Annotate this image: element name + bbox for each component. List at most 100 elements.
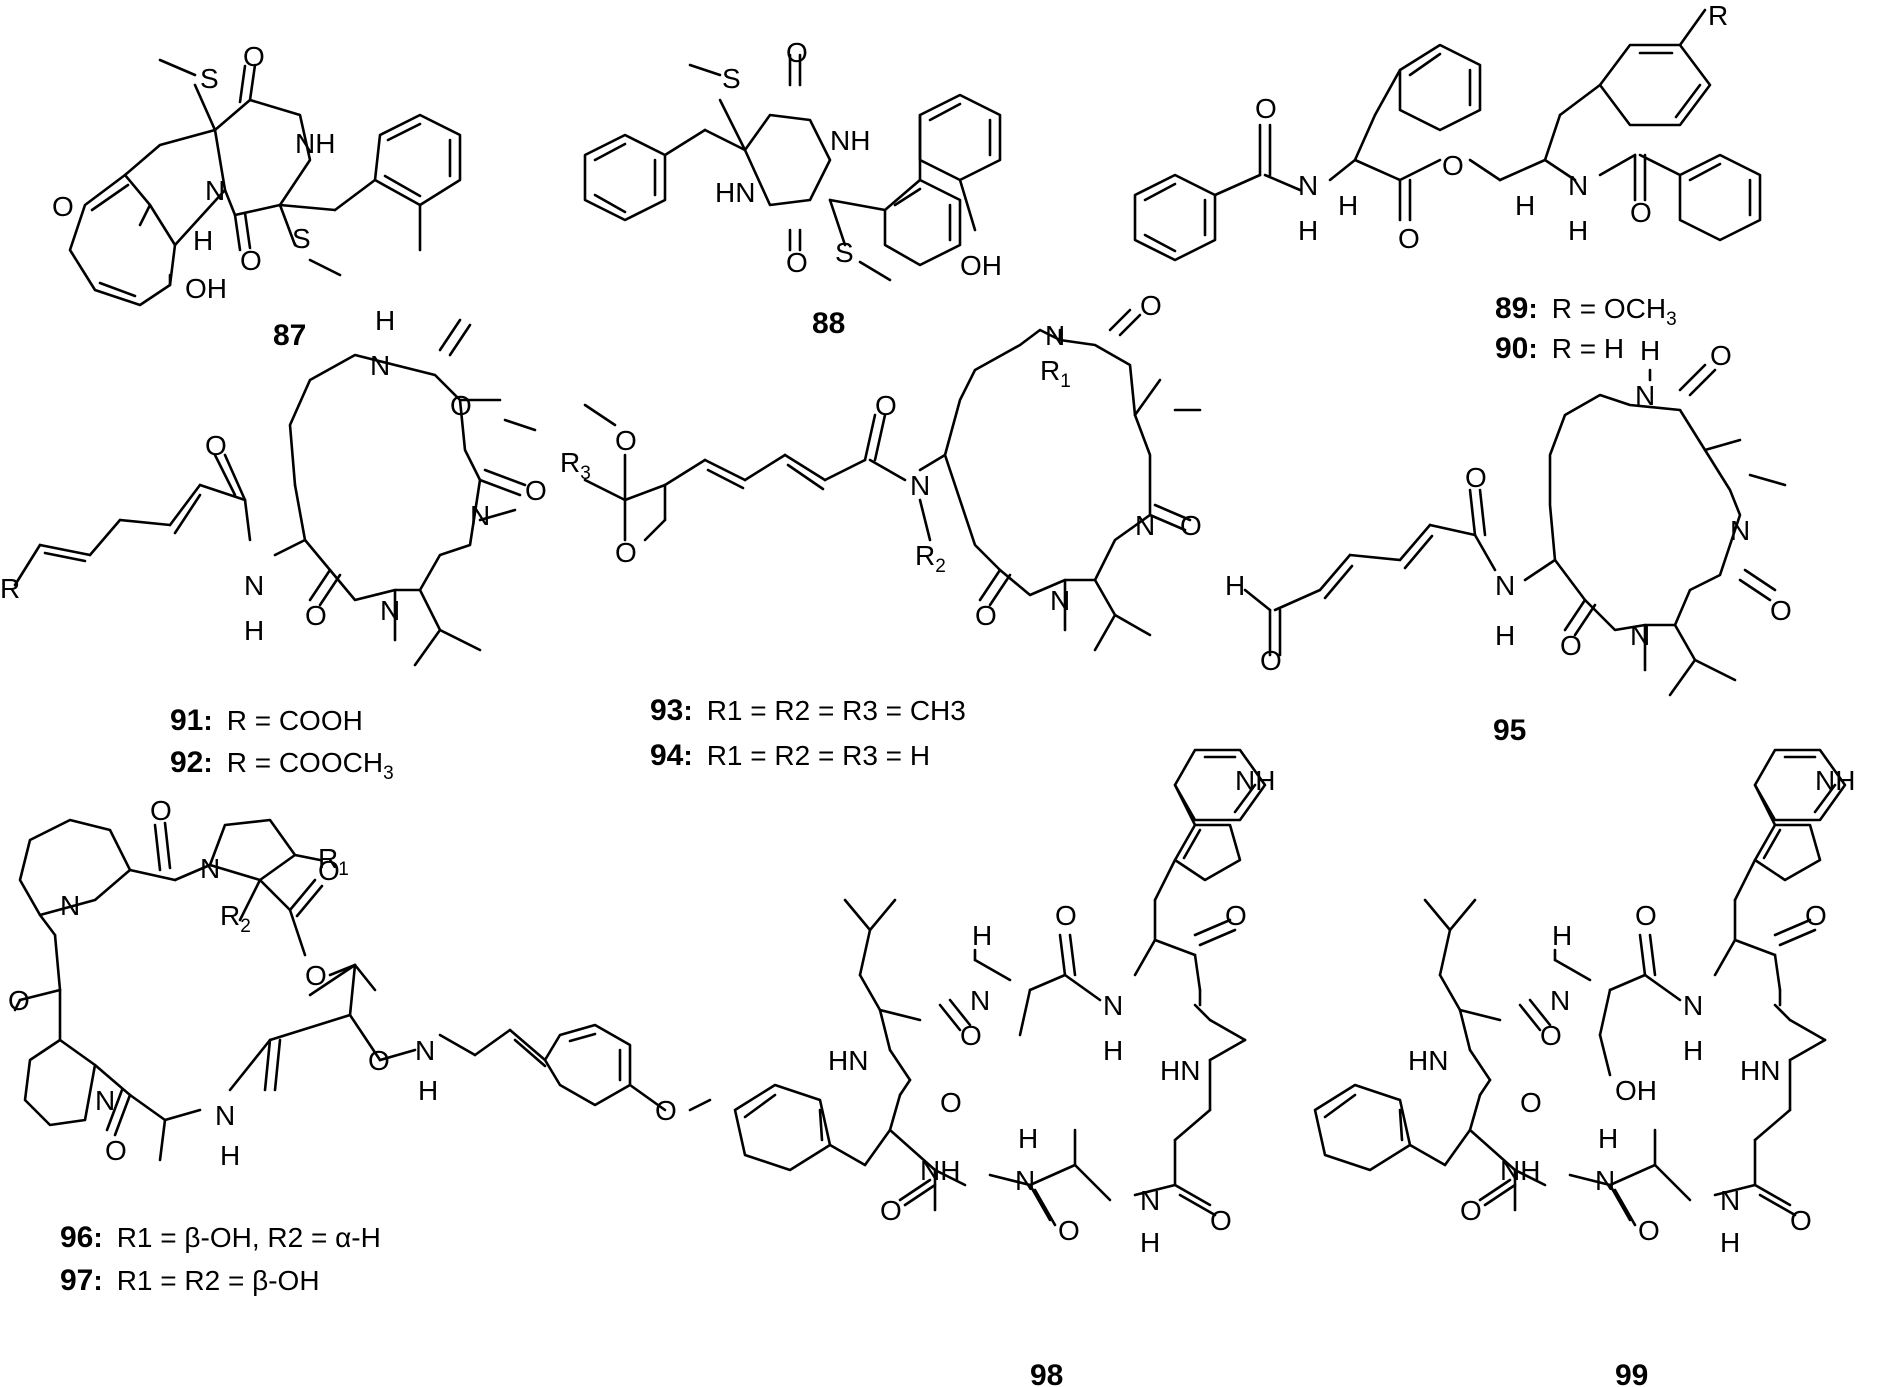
atom-label: O bbox=[960, 1020, 982, 1051]
atom-label: O bbox=[615, 537, 637, 568]
atom-label: N bbox=[1568, 170, 1588, 201]
atom-label: N bbox=[244, 570, 264, 601]
atom-label: O bbox=[305, 600, 327, 631]
structure-91-92: R O N H N H O N O N O 91:R = COOH 92:R =… bbox=[0, 305, 547, 784]
atom-label: NH bbox=[1815, 765, 1855, 796]
atom-label: O bbox=[1560, 630, 1582, 661]
atom-label: H bbox=[1103, 1035, 1123, 1066]
atom-label: N bbox=[1720, 1185, 1740, 1216]
atom-label: H bbox=[1140, 1227, 1160, 1258]
structure-95: H O O N H N H O N O N O 95 bbox=[1225, 335, 1792, 747]
atom-label: N bbox=[470, 500, 490, 531]
atom-label: O bbox=[8, 985, 30, 1016]
atom-label: O bbox=[975, 600, 997, 631]
compound-label-87: 87 bbox=[273, 319, 306, 352]
atom-label: N bbox=[1550, 985, 1570, 1016]
atom-label: O bbox=[525, 475, 547, 506]
structure-93-94: R3 O O O N R2 R1 N O N O N O 93:R1 = R2 … bbox=[560, 290, 1202, 772]
atom-label: R bbox=[0, 573, 20, 604]
compound-label-96: 96:R1 = β-OH, R2 = α-H bbox=[60, 1221, 381, 1254]
atom-label: N bbox=[1103, 990, 1123, 1021]
atom-label: O bbox=[1635, 900, 1657, 931]
structure-99: N H HN O O N H O HN NH OH O NH O N H O N… bbox=[1313, 748, 1855, 1387]
atom-label: N bbox=[95, 1085, 115, 1116]
atom-label: H bbox=[1552, 920, 1572, 951]
atom-label: O bbox=[1465, 462, 1487, 493]
structure-98: N H HN O O N H O HN NH O NH O N H O N H … bbox=[733, 748, 1275, 1387]
atom-label: N bbox=[1595, 1165, 1615, 1196]
atom-label: O bbox=[940, 1087, 962, 1118]
atom-label: R1 bbox=[318, 843, 349, 880]
atom-label: NH bbox=[830, 125, 870, 156]
atom-label: O bbox=[1180, 510, 1202, 541]
atom-label: O bbox=[1520, 1087, 1542, 1118]
atom-label: N bbox=[60, 890, 80, 921]
structure-89-90: O N H H O O R H N H O 89:R = OCH3 90:R =… bbox=[1133, 0, 1762, 365]
atom-label: O bbox=[1255, 93, 1277, 124]
atom-label: O bbox=[655, 1095, 677, 1126]
compound-label-92: 92:R = COOCH3 bbox=[170, 746, 394, 784]
atom-label: H bbox=[972, 920, 992, 951]
atom-label: NH bbox=[1500, 1155, 1540, 1186]
atom-label: O bbox=[205, 430, 227, 461]
compound-label-93: 93:R1 = R2 = R3 = CH3 bbox=[650, 694, 966, 727]
atom-label: H bbox=[244, 615, 264, 646]
atom-label: O bbox=[786, 247, 808, 278]
atom-label: R3 bbox=[560, 447, 591, 484]
atom-label: S bbox=[292, 223, 311, 254]
atom-label: HN bbox=[1740, 1055, 1780, 1086]
atom-label: O bbox=[786, 37, 808, 68]
atom-label: O bbox=[305, 960, 327, 991]
atom-label: N bbox=[380, 595, 400, 626]
atom-label: N bbox=[1140, 1185, 1160, 1216]
atom-label: O bbox=[1790, 1205, 1812, 1236]
atom-label: H bbox=[1495, 620, 1515, 651]
atom-label: O bbox=[1260, 645, 1282, 676]
atom-label: O bbox=[318, 855, 340, 886]
atom-label: HN bbox=[1408, 1045, 1448, 1076]
atom-label: H bbox=[1683, 1035, 1703, 1066]
atom-label: N bbox=[1298, 170, 1318, 201]
atom-label: S bbox=[200, 63, 219, 94]
compound-label-90: 90:R = H bbox=[1495, 332, 1624, 365]
atom-label: O bbox=[1055, 900, 1077, 931]
atom-label: NH bbox=[920, 1155, 960, 1186]
atom-label: O bbox=[1630, 197, 1652, 228]
atom-label: OH bbox=[185, 273, 227, 304]
atom-label: H bbox=[1720, 1227, 1740, 1258]
atom-label: O bbox=[1058, 1215, 1080, 1246]
atom-label: O bbox=[615, 425, 637, 456]
atom-label: N bbox=[970, 985, 990, 1016]
atom-label: N bbox=[200, 853, 220, 884]
compound-label-94: 94:R1 = R2 = R3 = H bbox=[650, 739, 930, 772]
atom-label: H bbox=[1225, 570, 1245, 601]
atom-label: OH bbox=[1615, 1075, 1657, 1106]
compound-label-97: 97:R1 = R2 = β-OH bbox=[60, 1264, 320, 1297]
atom-label: O bbox=[450, 390, 472, 421]
atom-label: N bbox=[1683, 990, 1703, 1021]
atom-label: N bbox=[1630, 620, 1650, 651]
atom-label: O bbox=[1770, 595, 1792, 626]
atom-label: O bbox=[1805, 900, 1827, 931]
atom-label: N bbox=[370, 350, 390, 381]
atom-label: H bbox=[1598, 1123, 1618, 1154]
atom-label: OH bbox=[960, 250, 1002, 281]
atom-label: O bbox=[1210, 1205, 1232, 1236]
atom-label: R2 bbox=[220, 900, 251, 937]
atom-label: N bbox=[1730, 515, 1750, 546]
compound-label-89: 89:R = OCH3 bbox=[1495, 292, 1677, 330]
atom-label: S bbox=[835, 237, 854, 268]
atom-label: O bbox=[1710, 340, 1732, 371]
atom-label: HN bbox=[828, 1045, 868, 1076]
atom-label: H bbox=[1298, 215, 1318, 246]
atom-label: H bbox=[1515, 190, 1535, 221]
atom-label: NH bbox=[295, 128, 335, 159]
atom-label: N bbox=[910, 470, 930, 501]
structure-96-97: O N R1 R2 O O O N H O N O N N H O 96:R1 … bbox=[8, 795, 712, 1297]
atom-label: O bbox=[1540, 1020, 1562, 1051]
compound-label-88: 88 bbox=[812, 307, 845, 340]
atom-label: O bbox=[1442, 150, 1464, 181]
atom-label: HN bbox=[1160, 1055, 1200, 1086]
atom-label: O bbox=[1460, 1195, 1482, 1226]
compound-label-98: 98 bbox=[1030, 1359, 1063, 1387]
